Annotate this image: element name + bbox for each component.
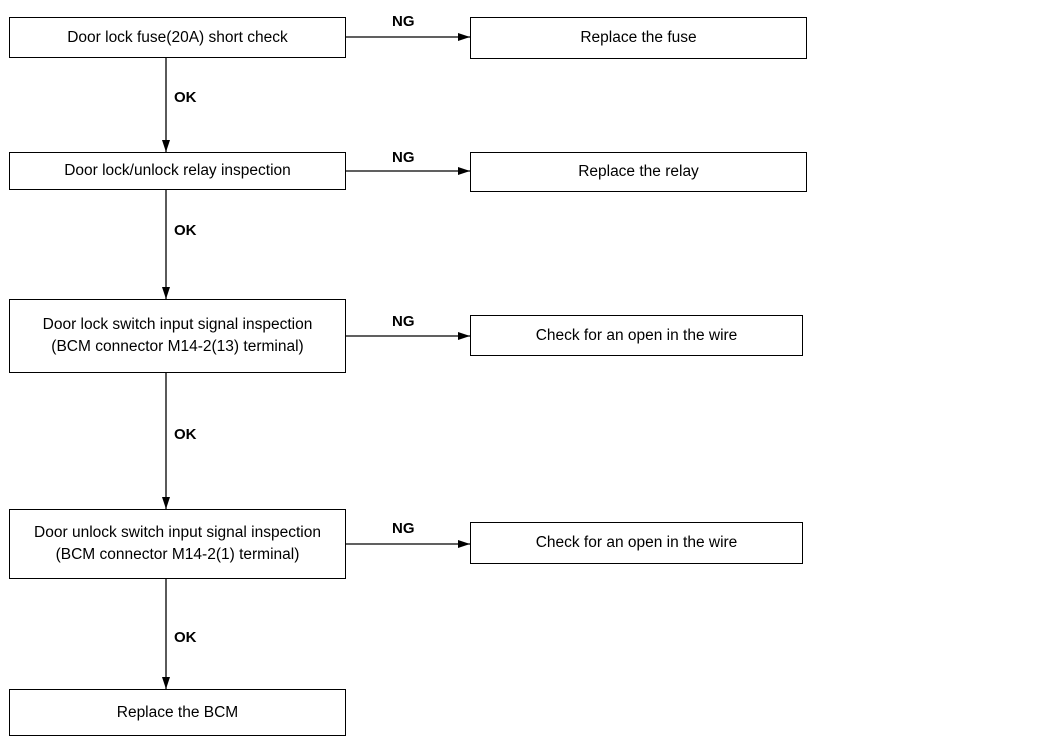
- step-text: Door lock switch input signal inspection…: [42, 316, 313, 355]
- ok-label: OK: [174, 89, 197, 106]
- action-box-replace-fuse: Replace the fuse: [470, 17, 807, 59]
- ok-label: OK: [174, 629, 197, 646]
- ng-label: NG: [392, 313, 415, 330]
- ng-label: NG: [392, 520, 415, 537]
- action-text: Check for an open in the wire: [535, 326, 738, 344]
- step-text: Door lock/unlock relay inspection: [64, 162, 291, 179]
- action-text: Check for an open in the wire: [535, 534, 738, 551]
- step-box-fuse-check: Door lock fuse(20A) short check: [9, 17, 346, 58]
- action-box-replace-relay: Replace the relay: [470, 152, 807, 192]
- step-box-lock-switch-inspection: Door lock switch input signal inspection…: [9, 299, 346, 373]
- ok-label: OK: [174, 426, 197, 443]
- step-text: Door unlock switch input signal inspecti…: [34, 524, 321, 563]
- ng-label: NG: [392, 149, 415, 166]
- action-box-check-open-wire: Check for an open in the wire: [470, 315, 803, 356]
- action-text: Replace the fuse: [580, 29, 697, 46]
- final-text: Replace the BCM: [116, 703, 239, 721]
- ok-label: OK: [174, 222, 197, 239]
- final-box-replace-bcm: Replace the BCM: [9, 689, 346, 736]
- action-text: Replace the relay: [578, 163, 699, 180]
- step-text: Door lock fuse(20A) short check: [67, 28, 288, 46]
- step-box-unlock-switch-inspection: Door unlock switch input signal inspecti…: [9, 509, 346, 579]
- ng-label: NG: [392, 13, 415, 30]
- step-box-relay-inspection: Door lock/unlock relay inspection: [9, 152, 346, 190]
- action-box-check-open-wire: Check for an open in the wire: [470, 522, 803, 564]
